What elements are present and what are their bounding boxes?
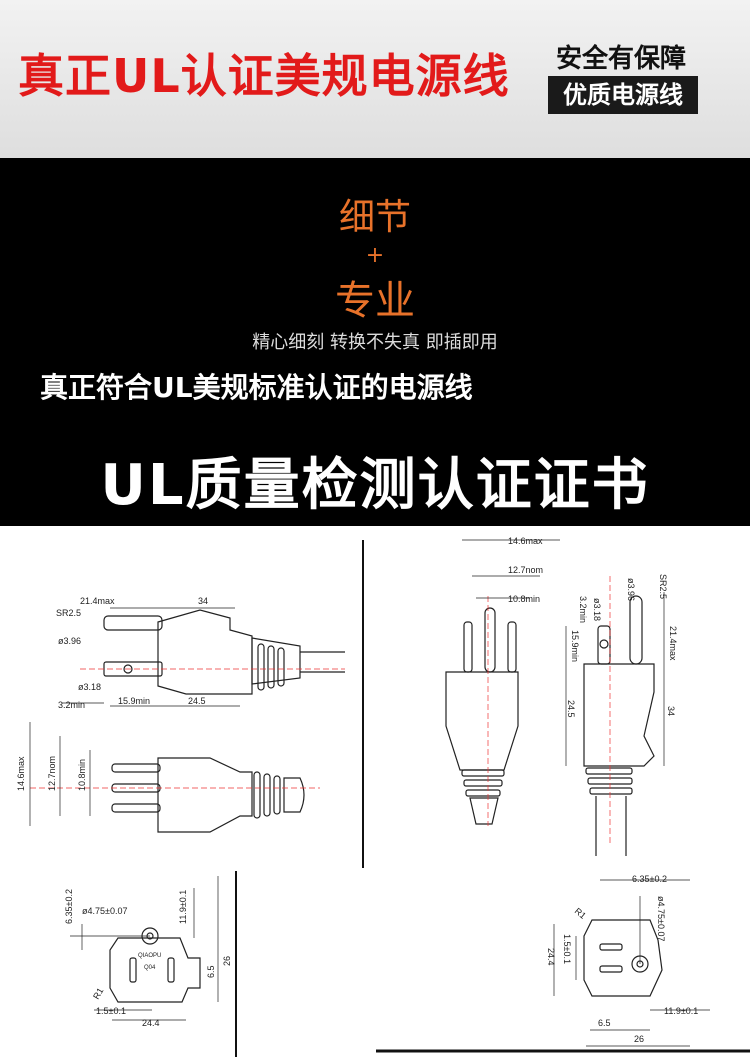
socket-outline-left [70,876,219,1021]
dim-label: 11.9±0.1 [178,890,188,924]
technical-drawing: 21.4max 34 SR2.5 ø3.96 ø3.18 3.2min 15.9… [16,536,750,1057]
plug-side-view-top [62,607,345,707]
dim-label: 12.7nom [47,756,57,791]
dim-label: 11.9±0.1 [664,1006,698,1016]
hero-tagline: 精心细刻 转换不失真 即插即用 [252,332,498,353]
plug-front-view-right [445,539,560,826]
dim-label: 3.2min [578,596,588,623]
dim-label: R1 [91,986,105,1001]
hero-plus-sign: + [365,243,385,268]
dim-label: ø4.75±0.07 [656,896,666,941]
dim-label: 21.4max [668,626,678,661]
dim-label: 24.4 [142,1018,160,1028]
dim-label: 10.8min [508,594,540,604]
dim-label: 24.4 [546,948,556,966]
dim-label: 6.5 [598,1018,611,1028]
dim-label: 3.2min [58,700,85,710]
dim-label: R1 [573,906,588,921]
dim-label: 21.4max [80,596,115,606]
dim-label: 26 [634,1034,644,1044]
dim-label: ø4.75±0.07 [82,906,127,916]
dim-label: 14.6max [16,756,26,791]
hero-professional-text: 专业 [335,278,415,324]
dim-label: 14.6max [508,536,543,546]
dim-label: 34 [198,596,208,606]
dim-label: 6.35±0.2 [632,874,667,884]
banner-title: 真正UL认证美规电源线 [18,49,510,103]
socket-model-text: Q04 [144,965,156,971]
dim-label: 15.9min [570,630,580,662]
dim-label: ø3.18 [78,682,101,692]
dim-label: ø3.18 [592,598,602,621]
dim-label: 1.5±0.1 [96,1006,126,1016]
dim-label: 1.5±0.1 [562,934,572,964]
hero-subtitle: 真正符合UL美规标准认证的电源线 [40,371,473,404]
dim-label: 10.8min [77,759,87,791]
dim-label: ø3.96 [58,636,81,646]
dim-label: 12.7nom [508,565,543,575]
socket-brand-text: QIAOPU [138,953,161,959]
dim-label: SR2.5 [56,608,81,618]
top-banner: 真正UL认证美规电源线 安全有保障 优质电源线 [0,0,750,158]
socket-outline-right [553,879,710,1047]
hero-section [0,158,750,526]
dim-label: 34 [666,706,676,716]
hero-detail-text: 细节 [338,197,411,238]
dim-label: 6.5 [206,965,216,978]
dim-label: 6.35±0.2 [64,889,74,924]
dim-label: 24.5 [188,696,206,706]
dim-label: ø3.96 [626,578,636,601]
dim-label: SR2.5 [658,574,668,599]
plug-side-view-right [565,576,665,856]
certificate-heading: UL质量检测认证证书 [100,453,650,518]
dim-label: 15.9min [118,696,150,706]
plug-top-view-bottom [29,722,320,833]
dim-label: 26 [222,956,232,966]
banner-tagline-safety: 安全有保障 [556,44,687,74]
dim-label: 24.5 [566,700,576,718]
banner-tagline-quality: 优质电源线 [548,76,698,114]
